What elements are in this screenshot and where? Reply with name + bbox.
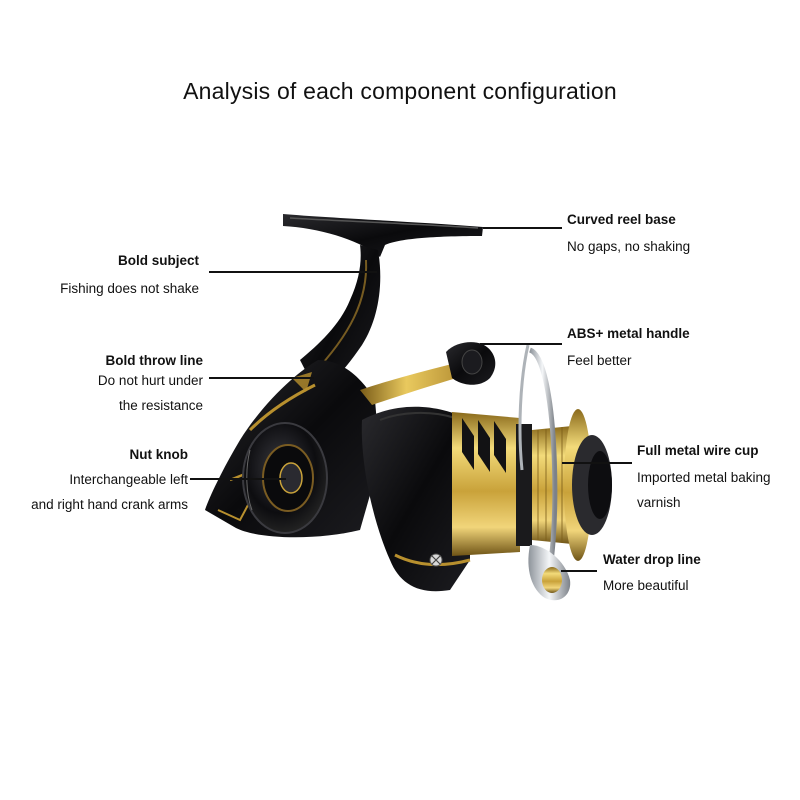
desc-full-metal-wire-cup-2: varnish xyxy=(637,495,681,510)
label-curved-reel-base: Curved reel base xyxy=(567,212,676,227)
desc-full-metal-wire-cup-1: Imported metal baking xyxy=(637,470,771,485)
desc-nut-knob-2: and right hand crank arms xyxy=(31,497,188,512)
leader-bold-throw-line xyxy=(209,377,314,379)
rotor xyxy=(361,406,471,592)
line-roller xyxy=(528,545,571,601)
leader-nut-knob xyxy=(190,478,286,480)
label-full-metal-wire-cup: Full metal wire cup xyxy=(637,443,759,458)
leader-water-drop-line xyxy=(561,570,597,572)
desc-bold-throw-line-1: Do not hurt under xyxy=(97,373,203,388)
leader-full-metal-wire-cup xyxy=(562,462,632,464)
desc-abs-metal-handle: Feel better xyxy=(567,353,632,368)
label-water-drop-line: Water drop line xyxy=(603,552,701,567)
leader-curved-reel-base xyxy=(483,227,562,229)
reel-foot xyxy=(283,214,483,257)
label-bold-throw-line: Bold throw line xyxy=(105,353,204,368)
leader-bold-subject xyxy=(209,271,377,273)
desc-nut-knob-1: Interchangeable left xyxy=(69,472,188,487)
page-title: Analysis of each component configuration xyxy=(183,78,617,104)
desc-bold-throw-line-2: the resistance xyxy=(118,398,203,413)
leader-abs-metal-handle xyxy=(480,343,562,345)
desc-bold-subject: Fishing does not shake xyxy=(60,281,199,296)
handle-arm xyxy=(360,342,496,405)
label-nut-knob: Nut knob xyxy=(129,447,189,462)
spool xyxy=(452,409,612,561)
label-bold-subject: Bold subject xyxy=(117,253,199,268)
desc-water-drop-line: More beautiful xyxy=(603,578,689,593)
desc-curved-reel-base: No gaps, no shaking xyxy=(567,239,691,254)
label-abs-metal-handle: ABS+ metal handle xyxy=(567,326,690,341)
